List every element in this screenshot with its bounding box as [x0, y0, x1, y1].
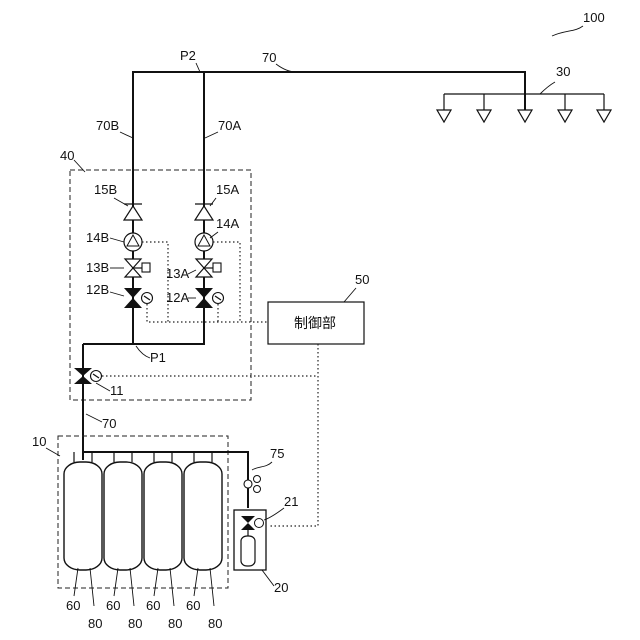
leader-controller — [344, 288, 356, 302]
label-solenoid-a: 12A — [166, 290, 189, 305]
nozzle-1 — [437, 94, 451, 122]
main-valve — [74, 368, 102, 384]
label-manual-b: 13B — [86, 260, 109, 275]
check-valve-b — [124, 204, 142, 220]
leader-system — [552, 26, 583, 36]
leader-branch-b — [120, 132, 133, 138]
label-pipe-main: 70 — [262, 50, 276, 65]
manual-valve-a — [196, 259, 221, 277]
cylinder-4 — [184, 452, 222, 570]
pressure-gauge — [244, 476, 261, 493]
leader-p1 — [136, 346, 150, 358]
leader-branch-a — [205, 132, 218, 138]
solenoid-valve-b — [124, 288, 153, 308]
leader-solenoid-b — [110, 292, 124, 296]
nozzle-2 — [477, 94, 491, 122]
label-cylinder-3: 60 — [146, 598, 160, 613]
label-valve-80-4: 80 — [208, 616, 222, 631]
leader-pipe-main — [276, 64, 296, 72]
label-pipe-lower: 70 — [102, 416, 116, 431]
starter-cylinder — [241, 536, 255, 566]
label-p1: P1 — [150, 350, 166, 365]
label-branch-a: 70A — [218, 118, 241, 133]
check-valve-a — [195, 204, 213, 220]
leader-starter — [262, 570, 274, 586]
nozzle-3 — [518, 110, 532, 122]
label-solenoid-b: 12B — [86, 282, 109, 297]
label-check-a: 15A — [216, 182, 239, 197]
label-branch-b: 70B — [96, 118, 119, 133]
pump-a — [195, 233, 213, 251]
leader-p2 — [196, 63, 200, 72]
controller-label: 制御部 — [294, 316, 336, 332]
leader-pipe-lower — [86, 414, 102, 422]
leader-check-b — [114, 198, 128, 206]
label-pressure-line: 75 — [270, 446, 284, 461]
pipe-main-top — [133, 72, 525, 170]
manual-valve-b — [125, 259, 150, 277]
cylinder-2 — [104, 452, 142, 570]
label-pump-a: 14A — [216, 216, 239, 231]
label-cylinder-2: 60 — [106, 598, 120, 613]
leader-check-a — [210, 198, 216, 206]
label-cylinder-1: 60 — [66, 598, 80, 613]
pump-b — [124, 233, 142, 251]
leader-pressure-line — [252, 462, 272, 470]
label-nozzles: 30 — [556, 64, 570, 79]
label-manual-a: 13A — [166, 266, 189, 281]
label-controller: 50 — [355, 272, 369, 287]
label-cylinder-4: 60 — [186, 598, 200, 613]
label-starter: 20 — [274, 580, 288, 595]
label-pump-b: 14B — [86, 230, 109, 245]
leader-pump-b — [110, 238, 124, 242]
signal-pump-a — [213, 242, 240, 322]
signal-pump-b — [142, 242, 168, 322]
cylinder-1 — [64, 452, 102, 570]
label-system: 100 — [583, 10, 605, 25]
label-storage: 10 — [32, 434, 46, 449]
label-p2: P2 — [180, 48, 196, 63]
solenoid-valve-a — [195, 288, 224, 308]
label-starter-valve: 21 — [284, 494, 298, 509]
label-valve-unit: 40 — [60, 148, 74, 163]
leader-nozzles — [540, 82, 555, 94]
leader-pump-a — [210, 232, 218, 238]
cylinder-3 — [144, 452, 182, 570]
leader-starter-valve — [264, 508, 284, 520]
label-valve-80-2: 80 — [128, 616, 142, 631]
nozzle-4 — [558, 94, 572, 122]
label-valve-80-1: 80 — [88, 616, 102, 631]
label-main-valve: 11 — [110, 383, 124, 398]
label-valve-80-3: 80 — [168, 616, 182, 631]
leader-main-valve — [96, 383, 110, 391]
nozzle-5 — [597, 94, 611, 122]
label-check-b: 15B — [94, 182, 117, 197]
leader-manual-a — [188, 270, 196, 274]
